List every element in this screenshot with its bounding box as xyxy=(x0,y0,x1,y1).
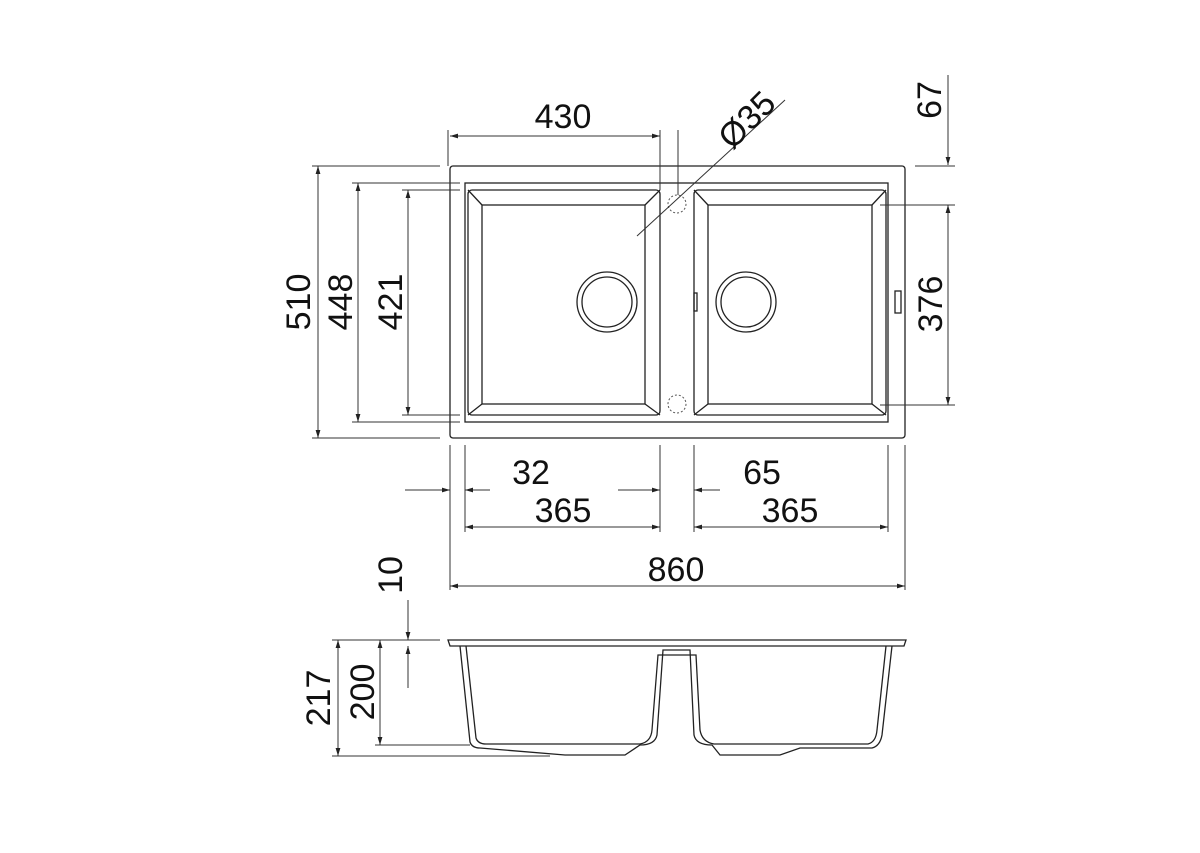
dim-left-bowl-depth: 421 xyxy=(372,274,410,331)
dim-left-offset: 32 xyxy=(512,454,550,492)
tap-hole-marker xyxy=(667,394,687,414)
dim-overall-height: 217 xyxy=(300,670,338,727)
sink-outline xyxy=(449,165,906,439)
dim-right-bowl-width: 365 xyxy=(762,492,819,530)
dim-rim-depth: 448 xyxy=(322,274,360,331)
left-bowl xyxy=(467,189,661,416)
right-bowl xyxy=(693,189,887,416)
dim-edge-to-tap: 67 xyxy=(911,81,949,119)
side-view xyxy=(447,639,907,756)
overflow-slot xyxy=(894,290,902,314)
dimension-lines xyxy=(315,75,951,756)
dim-center-gap: 65 xyxy=(743,454,781,492)
dim-left-bowl-width: 365 xyxy=(535,492,592,530)
dim-right-bowl-depth: 376 xyxy=(912,276,950,333)
dim-tap-hole: Ø35 xyxy=(711,84,783,156)
left-drain xyxy=(576,271,638,333)
sink-rim xyxy=(464,182,889,423)
dim-overall-depth: 510 xyxy=(280,274,318,331)
tap-hole-marker xyxy=(667,194,687,214)
overflow-slot xyxy=(693,292,698,312)
dim-bowl-pitch: 430 xyxy=(535,98,592,136)
dim-bowl-height: 200 xyxy=(344,664,382,721)
dim-overall-width: 860 xyxy=(648,551,705,589)
top-view xyxy=(449,165,906,439)
right-drain xyxy=(715,271,777,333)
dim-rim-thickness: 10 xyxy=(372,556,410,594)
